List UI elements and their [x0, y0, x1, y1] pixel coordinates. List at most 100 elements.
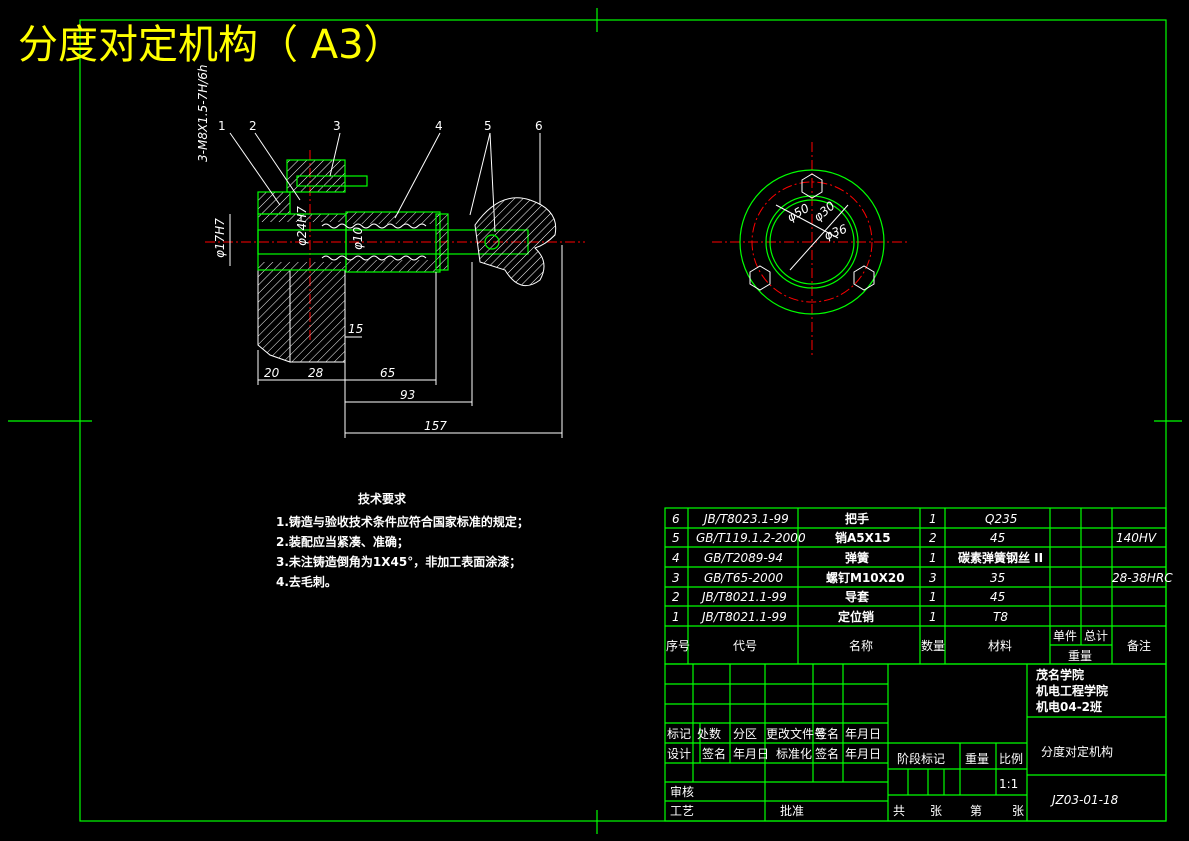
callout-5: 5: [484, 119, 492, 133]
tech-item-2: 2.装配应当紧凑、准确；: [276, 534, 409, 549]
bom-header-no: 序号: [666, 638, 690, 653]
bom-header-note: 备注: [1127, 638, 1151, 653]
scale-value: 1:1: [999, 777, 1018, 791]
label-scale: 比例: [999, 752, 1023, 766]
bom-material: 碳素弹簧钢丝 II: [958, 550, 1043, 565]
tech-item-4: 4.去毛刺。: [276, 574, 337, 589]
bom-header-weight: 重量: [1068, 649, 1092, 663]
bom-header-total: 总计: [1084, 629, 1108, 643]
label-total: 共: [893, 804, 905, 818]
thread-note: 3-M8X1.5-7H/6h: [196, 64, 210, 162]
label-sign: 签名: [815, 726, 839, 741]
label-count: 处数: [697, 726, 721, 741]
label-date-2: 年月日: [733, 747, 769, 761]
label-design: 设计: [667, 747, 691, 761]
bom-qty: 1: [929, 610, 937, 624]
dim-15: 15: [348, 322, 363, 336]
dim-phi17: φ17H7: [213, 218, 227, 258]
bom-qty: 1: [929, 590, 937, 604]
label-date-3: 年月日: [845, 747, 881, 761]
bom-no: 1: [672, 610, 680, 624]
label-review: 审核: [670, 784, 694, 799]
bom-header-qty: 数量: [921, 638, 945, 653]
tech-item-1: 1.铸造与验收技术条件应符合国家标准的规定；: [276, 514, 529, 529]
label-sign-3: 签名: [815, 746, 839, 761]
bom-no: 5: [672, 531, 680, 545]
label-weight: 重量: [965, 752, 989, 766]
label-sheet-2: 张: [1012, 804, 1024, 818]
drawing-main-title: 分度对定机构（ A3）: [18, 22, 404, 68]
bom-name: 定位销: [838, 609, 874, 624]
bom-no: 6: [672, 512, 680, 526]
bom-code: JB/T8021.1-99: [700, 610, 787, 624]
label-page: 第: [970, 804, 982, 818]
bom-header-name: 名称: [849, 638, 873, 653]
bom-material: 35: [990, 571, 1005, 585]
drawing-number: JZ03-01-18: [1050, 793, 1119, 807]
bom-header-unit: 单件: [1053, 629, 1077, 643]
bom-table: 6 JB/T8023.1-99 把手 1 Q235 5 GB/T119.1.2-…: [664, 507, 1173, 665]
dim-phi36: φ36: [822, 222, 849, 243]
label-sign-2: 签名: [702, 746, 726, 761]
dim-65: 65: [380, 366, 395, 380]
end-view: φ50 φ30 φ36: [712, 142, 910, 355]
dim-phi50: φ50: [785, 201, 812, 225]
label-zone: 分区: [733, 727, 757, 741]
bom-material: 45: [990, 531, 1005, 545]
bom-code: GB/T65-2000: [704, 571, 783, 585]
label-change-doc: 更改文件号: [766, 726, 826, 741]
bom-no: 2: [672, 590, 680, 604]
bom-header-material: 材料: [988, 639, 1012, 653]
callout-1: 1: [218, 119, 226, 133]
dim-phi10: φ10: [351, 226, 365, 250]
bom-no: 4: [672, 551, 680, 565]
bom-material: T8: [993, 610, 1008, 624]
label-approve: 批准: [780, 803, 804, 818]
bom-note: 28-38HRC: [1112, 571, 1173, 585]
sheet-frame: [8, 8, 1182, 834]
bom-qty: 2: [929, 531, 937, 545]
label-date: 年月日: [845, 727, 881, 741]
dim-28: 28: [308, 366, 324, 380]
callout-2: 2: [249, 119, 257, 133]
bom-qty: 1: [929, 551, 937, 565]
bom-name: 把手: [845, 511, 869, 526]
bom-code: JB/T8023.1-99: [702, 512, 789, 526]
tech-item-3: 3.未注铸造倒角为1X45°，非加工表面涂漆；: [276, 554, 521, 569]
drawing-title: 分度对定机构: [1041, 744, 1113, 759]
bom-name: 导套: [845, 589, 870, 604]
bom-qty: 3: [929, 571, 937, 585]
tech-heading: 技术要求: [358, 491, 407, 506]
section-view: [205, 132, 585, 363]
label-standard: 标准化: [776, 747, 812, 761]
bom-qty: 1: [929, 512, 937, 526]
class-name: 机电04-2班: [1036, 699, 1102, 714]
label-process: 工艺: [670, 804, 694, 818]
bom-code: GB/T119.1.2-2000: [696, 531, 806, 545]
bom-material: 45: [990, 590, 1005, 604]
bom-no: 3: [672, 571, 680, 585]
label-mark: 标记: [667, 727, 691, 741]
dim-93: 93: [400, 388, 415, 402]
title-block: 茂名学院 机电工程学院 机电04-2班 分度对定机构 JZ03-01-18 标记…: [664, 663, 1167, 822]
bom-code: JB/T8021.1-99: [700, 590, 787, 604]
bom-name: 销A5X15: [835, 530, 891, 545]
bom-name: 弹簧: [845, 550, 869, 565]
callout-4: 4: [435, 119, 443, 133]
dim-20: 20: [264, 366, 280, 380]
part-callouts: 1 2 3 4 5 6 3-M8X1.5-7H/6h: [196, 64, 543, 162]
bom-material: Q235: [985, 512, 1017, 526]
label-sheet: 张: [930, 804, 942, 818]
bom-name: 螺钉M10X20: [826, 570, 905, 585]
bom-code: GB/T2089-94: [704, 551, 783, 565]
callout-3: 3: [333, 119, 341, 133]
dim-157: 157: [424, 419, 447, 433]
dim-phi24: φ24H7: [295, 206, 309, 246]
bom-header-code: 代号: [733, 639, 757, 653]
callout-6: 6: [535, 119, 543, 133]
tech-requirements: 技术要求 1.铸造与验收技术条件应符合国家标准的规定； 2.装配应当紧凑、准确；…: [276, 491, 529, 589]
bom-note: 140HV: [1116, 531, 1157, 545]
dimensions: 20 28 65 93 157 15 φ17H7 φ24H7 φ10: [213, 206, 563, 438]
